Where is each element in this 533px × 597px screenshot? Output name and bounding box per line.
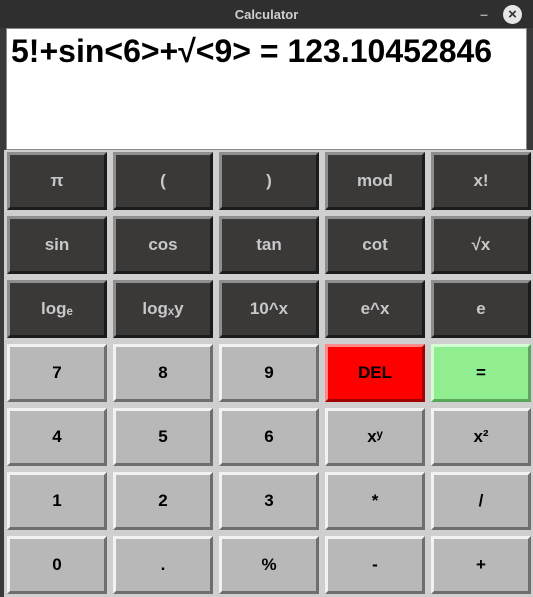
percent-button[interactable]: % <box>219 536 319 594</box>
minimize-button[interactable]: – <box>480 6 488 22</box>
digit-5-button[interactable]: 5 <box>113 408 213 466</box>
open-paren-button[interactable]: ( <box>113 152 213 210</box>
title-bar[interactable]: Calculator – × <box>0 0 533 28</box>
factorial-button[interactable]: x! <box>431 152 531 210</box>
window-title: Calculator <box>234 7 299 22</box>
digit-9-button[interactable]: 9 <box>219 344 319 402</box>
delete-button[interactable]: DEL <box>325 344 425 402</box>
cot-button[interactable]: cot <box>325 216 425 274</box>
square-button[interactable]: x² <box>431 408 531 466</box>
power-button[interactable]: xʸ <box>325 408 425 466</box>
exp-button[interactable]: e^x <box>325 280 425 338</box>
digit-3-button[interactable]: 3 <box>219 472 319 530</box>
decimal-point-button[interactable]: . <box>113 536 213 594</box>
plus-button[interactable]: + <box>431 536 531 594</box>
log-base-button[interactable]: logₓy <box>113 280 213 338</box>
digit-6-button[interactable]: 6 <box>219 408 319 466</box>
cos-button[interactable]: cos <box>113 216 213 274</box>
multiply-button[interactable]: * <box>325 472 425 530</box>
pi-button[interactable]: π <box>7 152 107 210</box>
sin-button[interactable]: sin <box>7 216 107 274</box>
display-expression: 5!+sin<6>+√<9> = 123.10452846 <box>11 33 493 69</box>
digit-2-button[interactable]: 2 <box>113 472 213 530</box>
minus-button[interactable]: - <box>325 536 425 594</box>
button-grid: π ( ) mod x! sin cos tan cot √x logₑ log… <box>4 150 533 597</box>
power-of-ten-button[interactable]: 10^x <box>219 280 319 338</box>
divide-button[interactable]: / <box>431 472 531 530</box>
digit-8-button[interactable]: 8 <box>113 344 213 402</box>
digit-0-button[interactable]: 0 <box>7 536 107 594</box>
e-constant-button[interactable]: e <box>431 280 531 338</box>
mod-button[interactable]: mod <box>325 152 425 210</box>
sqrt-button[interactable]: √x <box>431 216 531 274</box>
window-left-edge <box>0 28 6 597</box>
calculator-display[interactable]: 5!+sin<6>+√<9> = 123.10452846 <box>6 28 527 150</box>
close-paren-button[interactable]: ) <box>219 152 319 210</box>
digit-7-button[interactable]: 7 <box>7 344 107 402</box>
close-button[interactable]: × <box>503 5 522 24</box>
tan-button[interactable]: tan <box>219 216 319 274</box>
natural-log-button[interactable]: logₑ <box>7 280 107 338</box>
digit-4-button[interactable]: 4 <box>7 408 107 466</box>
equals-button[interactable]: = <box>431 344 531 402</box>
digit-1-button[interactable]: 1 <box>7 472 107 530</box>
